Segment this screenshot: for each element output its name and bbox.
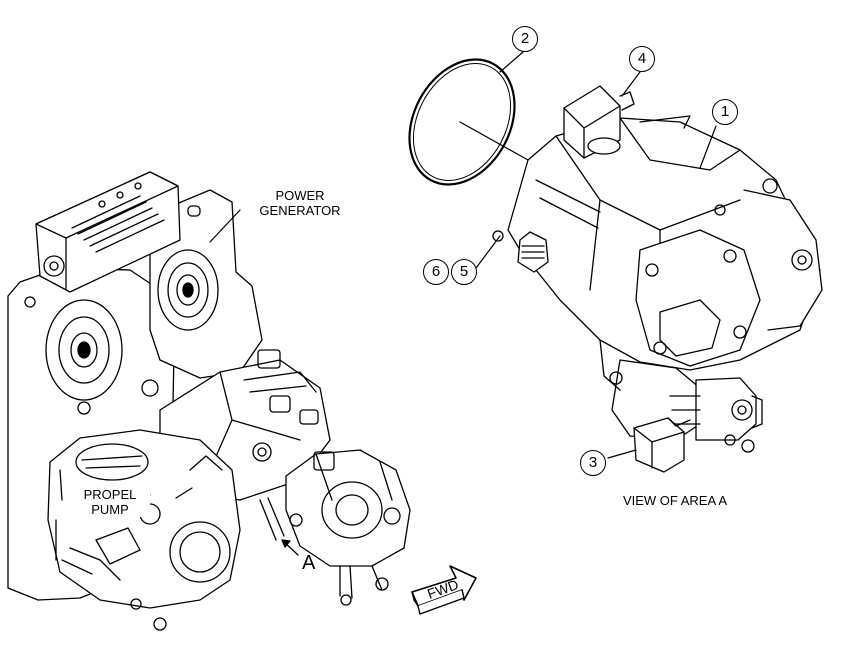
o-ring-drawing (408, 58, 529, 186)
callout-6: 6 (423, 259, 449, 285)
callout-2: 2 (512, 26, 538, 52)
area-a-marker: A (302, 552, 316, 574)
main-assembly-drawing (7, 171, 411, 631)
callout-5: 5 (451, 259, 477, 285)
callout-3: 3 (580, 450, 606, 476)
propel-pump-label: PROPEL PUMP (70, 487, 150, 517)
view-caption: VIEW OF AREA A (622, 493, 728, 508)
callout-4: 4 (629, 46, 655, 72)
callout-1: 1 (712, 99, 738, 125)
fwd-arrow-icon (411, 565, 477, 615)
pump-detail-drawing (492, 85, 823, 473)
power-generator-label: POWER GENERATOR (259, 188, 341, 218)
